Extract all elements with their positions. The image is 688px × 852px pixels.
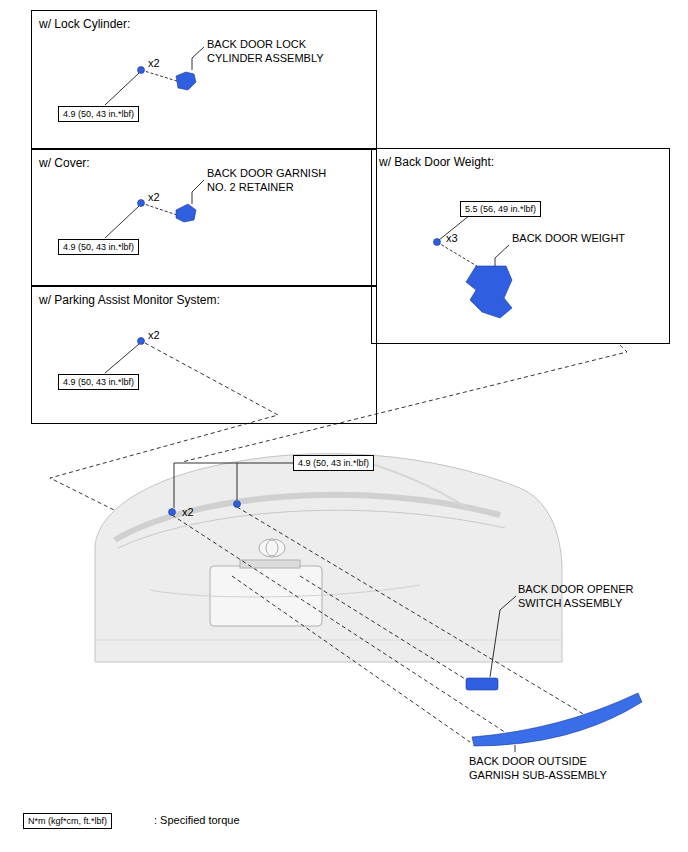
torque-box: 4.9 (50, 43 in.*lbf) [58, 374, 139, 390]
torque-box: 4.9 (50, 43 in.*lbf) [58, 239, 139, 255]
legend-note: : Specified torque [154, 813, 240, 827]
quantity-mark: x2 [148, 190, 160, 204]
torque-value: 5.5 (56, 49 in.*lbf) [465, 204, 536, 214]
quantity-mark: x2 [148, 328, 160, 342]
part-name: BACK DOOR OPENER SWITCH ASSEMBLY [518, 582, 648, 610]
torque-value: 4.9 (50, 43 in.*lbf) [63, 109, 134, 119]
quantity-mark: x3 [446, 231, 458, 245]
torque-box: 4.9 (50, 43 in.*lbf) [293, 455, 374, 471]
variant-panel: w/ Lock Cylinder: 4.9 (50, 43 in.*lbf) [31, 10, 377, 149]
torque-value: 4.9 (50, 43 in.*lbf) [63, 242, 134, 252]
variant-panel: w/ Back Door Weight: 5.5 (56, 49 in.*lbf) [371, 148, 670, 344]
torque-value: 4.9 (50, 43 in.*lbf) [63, 377, 134, 387]
part-name: BACK DOOR LOCK CYLINDER ASSEMBLY [207, 37, 337, 65]
panel-heading: w/ Back Door Weight: [372, 149, 669, 169]
panel-heading: w/ Lock Cylinder: [32, 11, 376, 31]
part-name: BACK DOOR WEIGHT [512, 231, 625, 245]
torque-box: 5.5 (56, 49 in.*lbf) [460, 201, 541, 217]
part-name: BACK DOOR OUTSIDE GARNISH SUB-ASSEMBLY [469, 754, 619, 782]
torque-box: 4.9 (50, 43 in.*lbf) [58, 106, 139, 122]
part-name: BACK DOOR GARNISH NO. 2 RETAINER [207, 166, 337, 194]
variant-panel: w/ Parking Assist Monitor System: 4.9 (50… [31, 286, 377, 424]
torque-box: N*m (kgf*cm, ft.*lbf) [23, 813, 112, 829]
quantity-mark: x2 [148, 56, 160, 70]
torque-value: N*m (kgf*cm, ft.*lbf) [28, 816, 107, 826]
panel-heading: w/ Parking Assist Monitor System: [32, 287, 376, 307]
quantity-mark: x2 [182, 505, 194, 519]
torque-value: 4.9 (50, 43 in.*lbf) [298, 458, 369, 468]
